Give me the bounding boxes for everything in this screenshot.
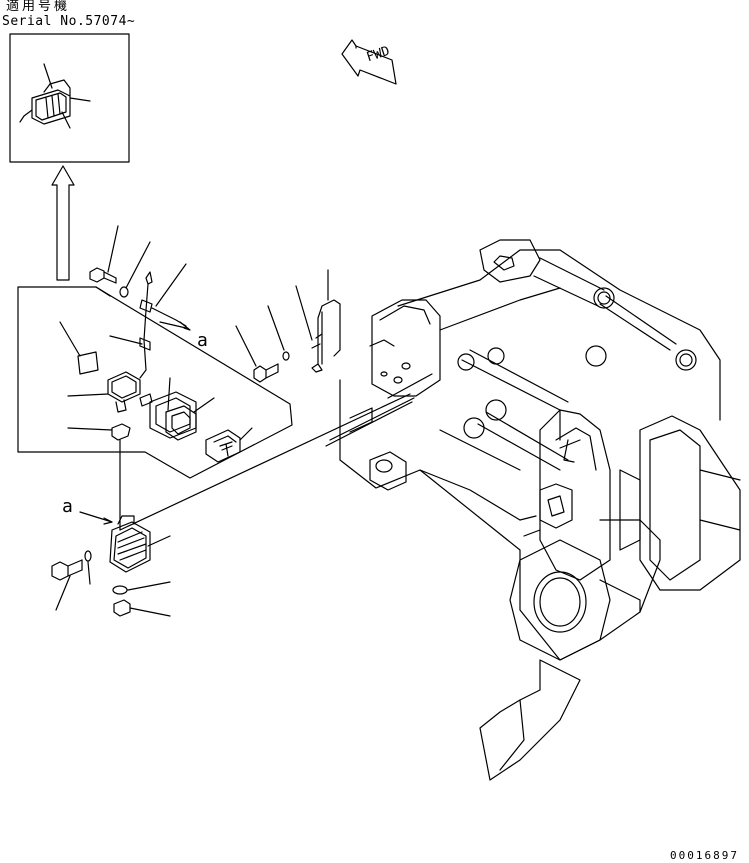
reference-arrow bbox=[52, 166, 74, 280]
catalog-number: 00016897 bbox=[670, 849, 739, 862]
inset-detail-box bbox=[10, 34, 129, 162]
callout-a-upper: a bbox=[197, 330, 208, 351]
ripper-frame bbox=[340, 240, 740, 780]
bracket-bolts bbox=[236, 270, 432, 446]
exploded-parts-panel bbox=[18, 287, 292, 478]
callout-a-lower: a bbox=[62, 496, 73, 517]
fwd-arrow bbox=[342, 40, 396, 84]
applicability-label: 適用号機 bbox=[6, 0, 71, 14]
lamp-parts bbox=[60, 226, 252, 530]
lamp-guard-assembly bbox=[52, 394, 410, 616]
serial-number-label: Serial No.57074~ bbox=[2, 14, 136, 29]
